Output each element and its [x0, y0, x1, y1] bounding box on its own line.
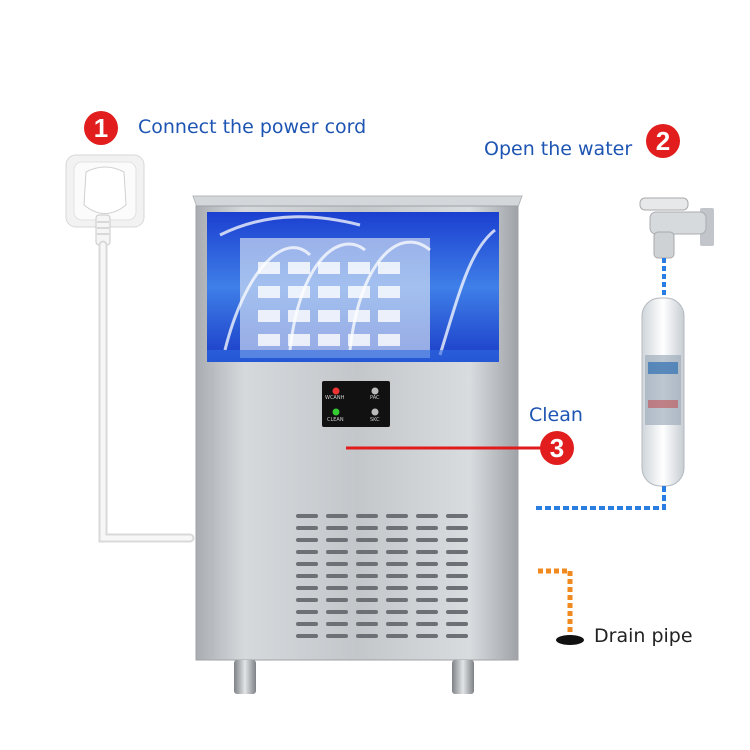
panel-label-br: SKC [370, 417, 380, 423]
water-filter [641, 297, 685, 487]
drain-pipe-line [538, 568, 573, 638]
drain-hole [556, 635, 584, 645]
step-2-badge: 2 [646, 124, 680, 158]
panel-label-tl: WCANH [325, 395, 345, 401]
water-inlet-line [536, 486, 666, 510]
faucet [639, 197, 714, 259]
machine-leg-right [452, 660, 474, 694]
drain-pipe-label: Drain pipe [594, 625, 693, 647]
panel-label-bl: CLEAN [327, 417, 344, 423]
step-1-label: Connect the power cord [138, 116, 367, 138]
step-3-badge: 3 [540, 431, 574, 465]
vent-grille [296, 514, 468, 638]
control-panel [322, 381, 390, 427]
step-2-label: Open the water [484, 138, 633, 160]
machine-leg-left [234, 660, 256, 694]
step-1-badge: 1 [84, 111, 118, 145]
panel-label-tr: PAC [370, 395, 380, 401]
step-3-label: Clean [529, 404, 583, 426]
ice-window [207, 212, 499, 362]
power-outlet [65, 154, 145, 246]
power-cord [98, 240, 195, 543]
